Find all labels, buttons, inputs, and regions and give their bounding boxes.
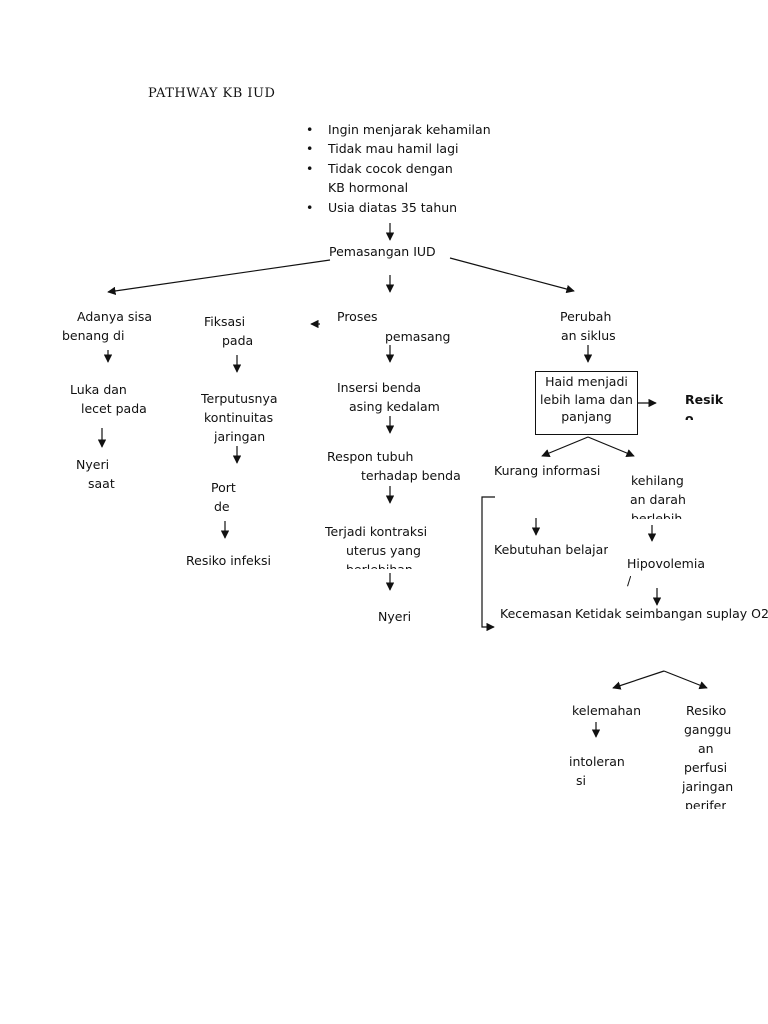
node-resiko-gangguan-3: an <box>698 741 714 756</box>
arrow-ketidak-to-resiko-gangguan <box>663 670 708 690</box>
page-title: PATHWAY KB IUD <box>148 86 276 101</box>
arrow-ketidak-to-kelemahan <box>612 670 665 690</box>
node-haid-2: lebih lama dan <box>540 391 633 407</box>
node-adanya-2: benang di <box>62 328 125 343</box>
node-nyeri-2: saat <box>88 476 115 491</box>
node-nyeri: Nyeri <box>378 609 412 624</box>
node-kurang-informasi: Kurang informasi <box>494 463 601 478</box>
node-haid-3: panjang <box>561 409 612 424</box>
node-kehilangan-3: berlebih <box>631 511 683 519</box>
node-kontraksi-2: uterus yang <box>346 543 421 558</box>
node-resiko-gangguan-6: perifer <box>685 798 727 809</box>
node-resiko-infeksi: Resiko infeksi <box>186 553 271 568</box>
node-insersi-1: Insersi benda <box>337 380 422 395</box>
node-resiko-gangguan-5: jaringan <box>682 779 734 794</box>
node-fiksasi-1: Fiksasi <box>204 314 246 329</box>
node-resiko-1: Resik <box>685 392 724 407</box>
node-resiko-gangguan-1: Resiko <box>686 703 727 718</box>
node-haid-box: Haid menjadi lebih lama dan panjang <box>535 371 638 435</box>
arrow-haid-to-kehilangan <box>587 436 635 457</box>
node-kehilangan-2: an darah <box>630 492 686 507</box>
node-kecemasan: Kecemasan <box>500 606 572 621</box>
node-kelemahan: kelemahan <box>572 703 641 718</box>
arrow-pemasangan-to-perubahan <box>449 257 575 294</box>
arrow-pemasangan-to-adanya <box>107 259 331 296</box>
list-item: Ingin menjarak kehamilan <box>306 120 491 140</box>
node-proses-1: Proses <box>337 309 378 324</box>
indications-list: Ingin menjarak kehamilan Tidak mau hamil… <box>306 120 491 217</box>
node-fiksasi-2: pada <box>222 333 254 348</box>
node-port-1: Port <box>211 480 236 495</box>
node-haid-1: Haid menjadi <box>545 374 628 389</box>
node-intoleransi-1: intoleran <box>569 754 625 769</box>
node-insersi-2: asing kedalam <box>349 399 440 414</box>
node-luka-2: lecet pada <box>81 401 147 416</box>
node-kebutuhan-belajar: Kebutuhan belajar <box>494 542 609 557</box>
node-adanya-1: Adanya sisa <box>77 309 153 324</box>
node-proses-2: pemasang <box>385 329 451 344</box>
node-terputus-2: kontinuitas <box>204 410 274 425</box>
node-hipovolemia-slash: / <box>627 573 632 588</box>
list-item: Tidak mau hamil lagi <box>306 139 491 159</box>
node-intoleransi-2: si <box>576 773 586 788</box>
node-kontraksi-1: Terjadi kontraksi <box>325 524 428 539</box>
node-perubahan-1: Perubah <box>560 309 612 324</box>
node-respon-1: Respon tubuh <box>327 449 414 464</box>
list-item: Tidak cocok dengan <box>306 159 491 179</box>
node-resiko-2: o <box>685 411 694 420</box>
list-item: KB hormonal <box>328 180 409 196</box>
node-kehilangan-1: kehilang <box>631 473 684 488</box>
arrow-haid-to-kurang-informasi <box>541 436 589 457</box>
node-nyeri-1: Nyeri <box>76 457 110 472</box>
bracket-kurang-to-kecemasan <box>481 496 495 632</box>
node-terputus-3: jaringan <box>214 429 266 444</box>
node-port-2: de <box>214 499 230 514</box>
node-kontraksi-3: berlebihan <box>346 560 413 569</box>
node-terputus-1: Terputusnya <box>201 391 278 406</box>
node-hipovolemia: Hipovolemia <box>627 556 705 571</box>
node-ketidak-seimbangan: Ketidak seimbangan suplay O2 <box>575 606 768 621</box>
node-perubahan-2: an siklus <box>561 328 616 343</box>
node-pemasangan: Pemasangan IUD <box>329 244 436 259</box>
list-item: Usia diatas 35 tahun <box>306 198 491 218</box>
node-resiko-gangguan-4: perfusi <box>684 760 728 775</box>
node-resiko-gangguan-2: ganggu <box>684 722 732 737</box>
node-luka-1: Luka dan <box>70 382 127 397</box>
node-respon-2: terhadap benda <box>361 468 461 483</box>
